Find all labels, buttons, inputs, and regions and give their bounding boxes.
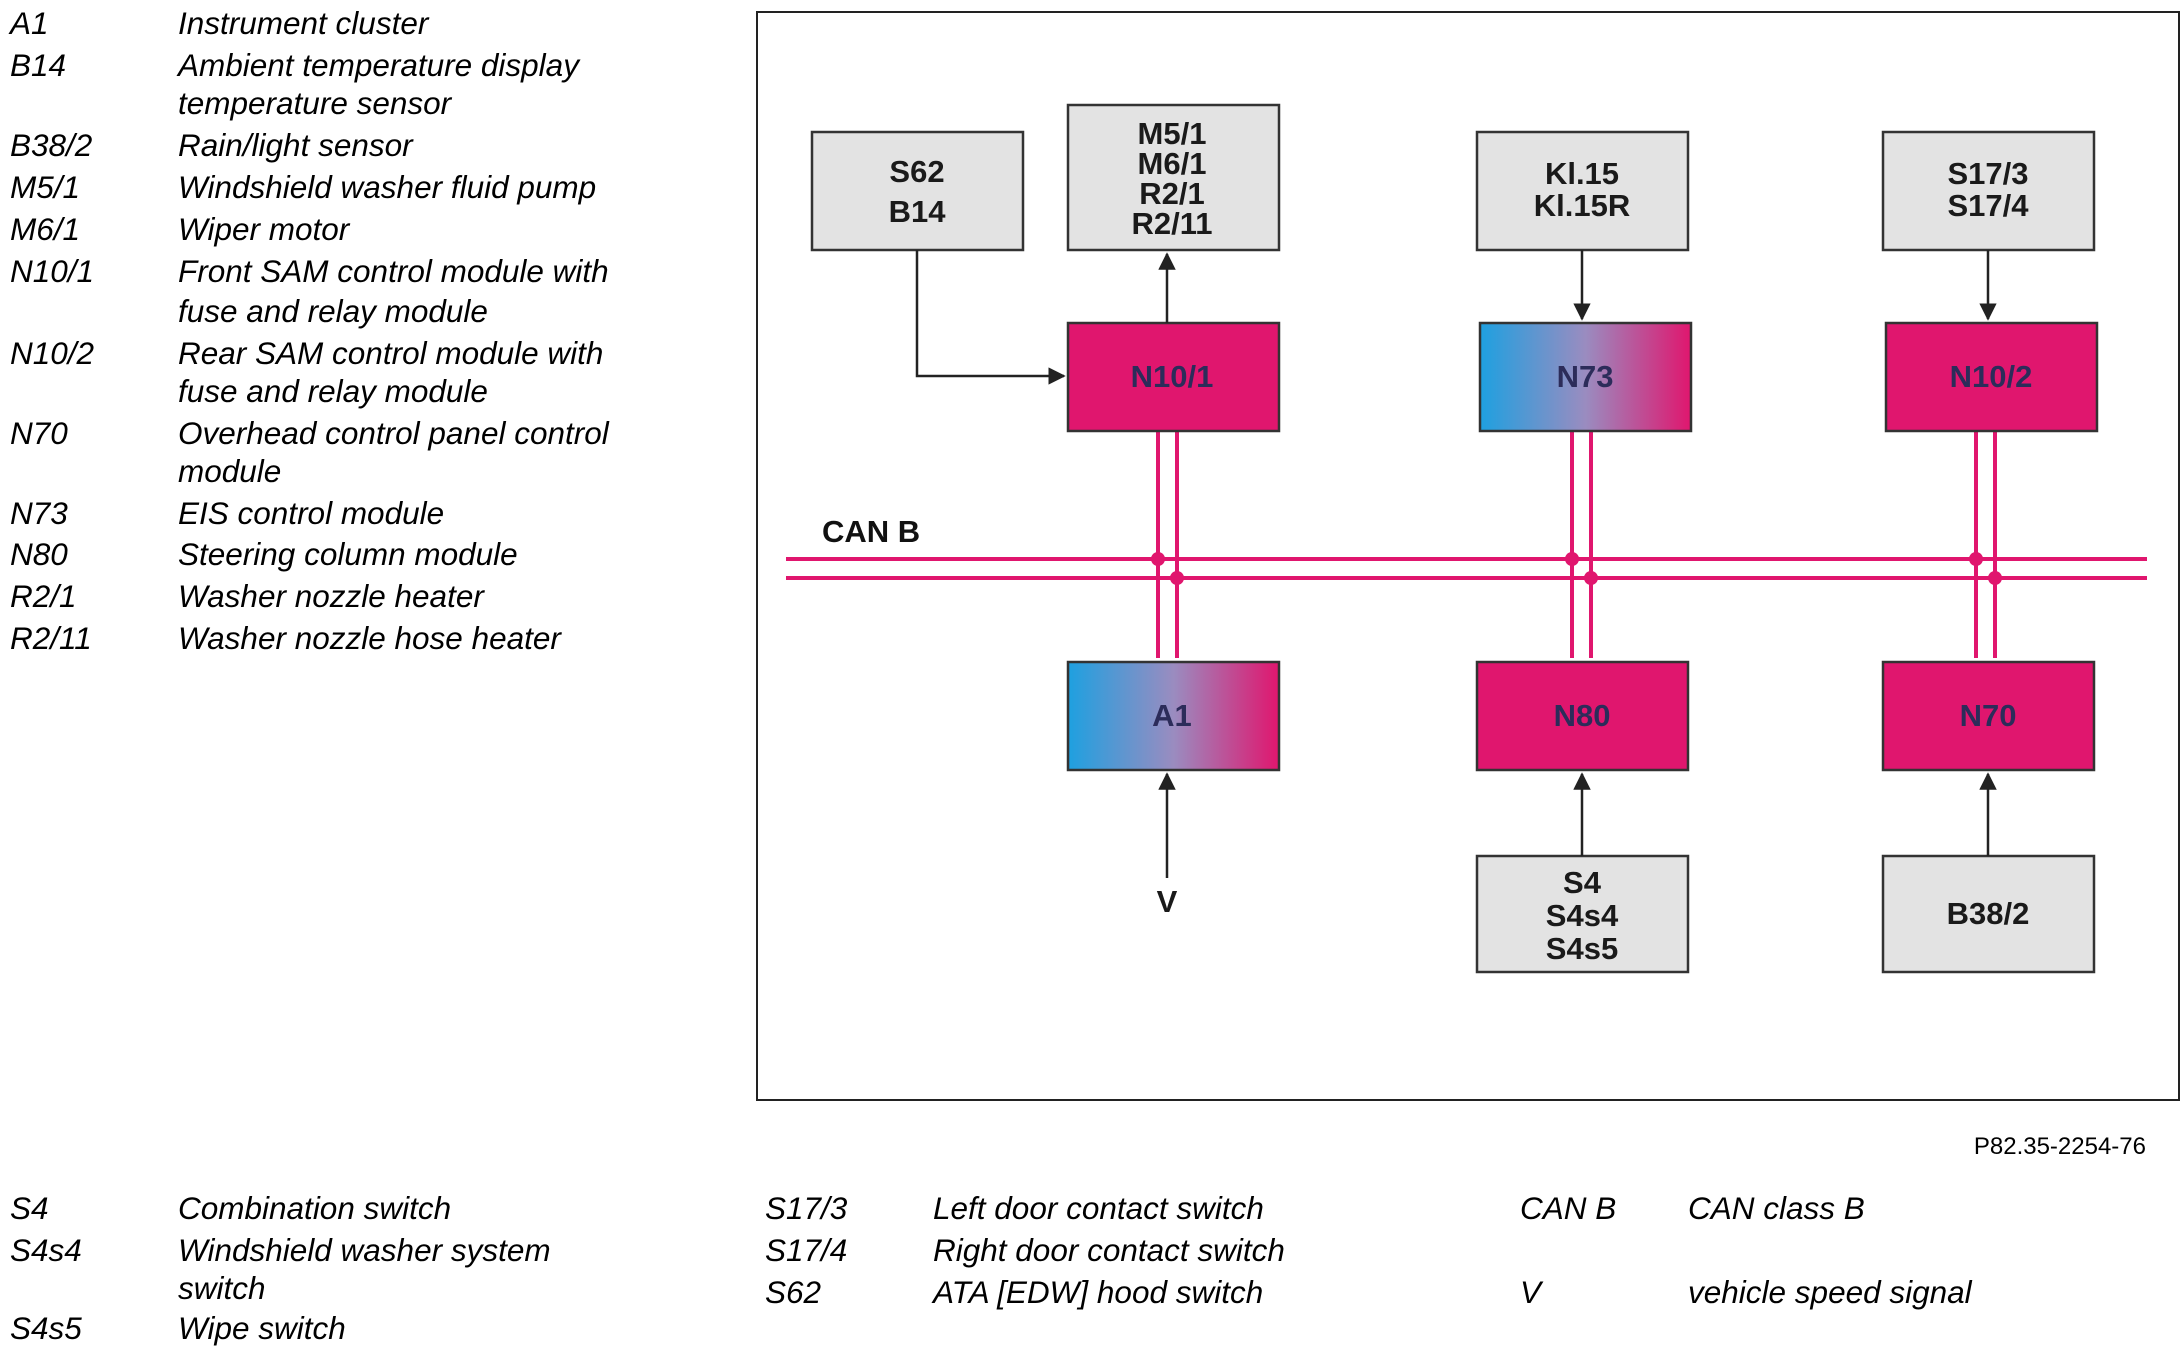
gray-box-outputs: M5/1 M6/1 R2/1 R2/11 [1066, 103, 1281, 252]
bus-junctions [1151, 552, 2002, 585]
legend-desc: EIS control module [178, 495, 445, 531]
legend-desc: Steering column module [178, 536, 518, 572]
legend-desc: Windshield washer fluid pump [178, 169, 597, 205]
box-line: Kl.15R [1534, 188, 1630, 223]
legend-desc: Wipe switch [178, 1310, 346, 1346]
legend-code: S4 [10, 1190, 49, 1226]
box-line: S4 [1563, 865, 1602, 900]
box-line: S62 [889, 154, 944, 189]
legend-desc-continued: fuse and relay module [178, 373, 488, 409]
figure-reference: P82.35-2254-76 [1973, 1133, 2146, 1160]
box-line: S17/3 [1947, 156, 2028, 191]
legend-code: B14 [10, 47, 67, 83]
module-n73: N73 [1478, 321, 1693, 433]
legend-code: S4s4 [10, 1232, 82, 1268]
legend-code: M6/1 [10, 211, 81, 247]
legend-code: M5/1 [10, 169, 81, 205]
module-n70: N70 [1881, 660, 2096, 772]
gray-box-kl: Kl.15 Kl.15R [1475, 130, 1690, 252]
box-line: S4s4 [1546, 898, 1619, 933]
legend-desc: Ambient temperature display [178, 47, 579, 83]
legend-desc-continued: fuse and relay module [178, 293, 488, 329]
module-label: N80 [1554, 698, 1611, 733]
legend-code: S62 [765, 1274, 822, 1310]
legend-desc: Windshield washer system [178, 1232, 551, 1268]
legend-desc: Instrument cluster [178, 5, 429, 41]
module-label: N70 [1960, 698, 2017, 733]
legend-desc: Right door contact switch [933, 1232, 1285, 1268]
box-line: S17/4 [1947, 188, 2029, 223]
module-n80: N80 [1475, 660, 1690, 772]
legend-desc: Rain/light sensor [178, 127, 413, 163]
legend-code: A1 [10, 5, 49, 41]
legend-desc: ATA [EDW] hood switch [933, 1274, 1264, 1310]
legend-desc: vehicle speed signal [1688, 1274, 1972, 1310]
box-line: M6/1 [1138, 146, 1207, 181]
legend-code: N73 [10, 495, 68, 531]
gray-box-s62-b14: S62 B14 [810, 130, 1025, 252]
input-label-v: V [1157, 884, 1178, 919]
module-label: A1 [1152, 698, 1192, 733]
arrow-s62-to-n10-1 [915, 250, 1066, 385]
module-n10-2: N10/2 [1884, 321, 2099, 433]
legend-code: R2/11 [10, 620, 92, 656]
legend-desc: CAN class B [1688, 1190, 1865, 1226]
legend-code: R2/1 [10, 578, 77, 614]
box-line: B14 [889, 194, 947, 229]
module-n10-1: N10/1 [1066, 321, 1281, 433]
legend-desc-continued: switch [178, 1270, 266, 1306]
box-line: R2/1 [1139, 176, 1204, 211]
box-line: B38/2 [1947, 896, 2030, 931]
legend-code: S17/3 [765, 1190, 848, 1226]
legend-desc: Combination switch [178, 1190, 452, 1226]
module-a1: A1 [1066, 660, 1281, 772]
can-bus-label: CAN B [822, 514, 920, 549]
module-label: N73 [1557, 359, 1614, 394]
legend-desc: Overhead control panel control [178, 415, 609, 451]
legend-code: V [1520, 1274, 1542, 1310]
gray-box-s17: S17/3 S17/4 [1881, 130, 2096, 252]
bus-stubs [1156, 432, 1997, 658]
legend-desc: Left door contact switch [933, 1190, 1264, 1226]
box-line: S4s5 [1546, 931, 1618, 966]
legend-desc: Wiper motor [178, 211, 350, 247]
legend-desc-continued: temperature sensor [178, 85, 452, 121]
legend-code: N70 [10, 415, 68, 451]
legend-code: N10/1 [10, 253, 95, 289]
legend-desc: Washer nozzle hose heater [178, 620, 561, 656]
legend-code: N80 [10, 536, 68, 572]
legend-code: CAN B [1520, 1190, 1617, 1226]
legend-desc: Rear SAM control module with [178, 335, 604, 371]
box-line: Kl.15 [1545, 156, 1619, 191]
legend-code: B38/2 [10, 127, 93, 163]
legend-desc: Washer nozzle heater [178, 578, 484, 614]
gray-box-s4: S4 S4s4 S4s5 [1475, 854, 1690, 974]
gray-box-b38-2: B38/2 [1881, 854, 2096, 974]
diagram-frame [756, 11, 2180, 1101]
legend-desc: Front SAM control module with [178, 253, 609, 289]
legend-code: S17/4 [765, 1232, 848, 1268]
signal-arrows [915, 250, 1997, 878]
legend-code: S4s5 [10, 1310, 82, 1346]
module-label: N10/1 [1131, 359, 1214, 394]
legend-desc-continued: module [178, 453, 282, 489]
box-line: R2/11 [1131, 206, 1212, 241]
box-line: M5/1 [1138, 116, 1207, 151]
module-label: N10/2 [1950, 359, 2033, 394]
legend-code: N10/2 [10, 335, 95, 371]
